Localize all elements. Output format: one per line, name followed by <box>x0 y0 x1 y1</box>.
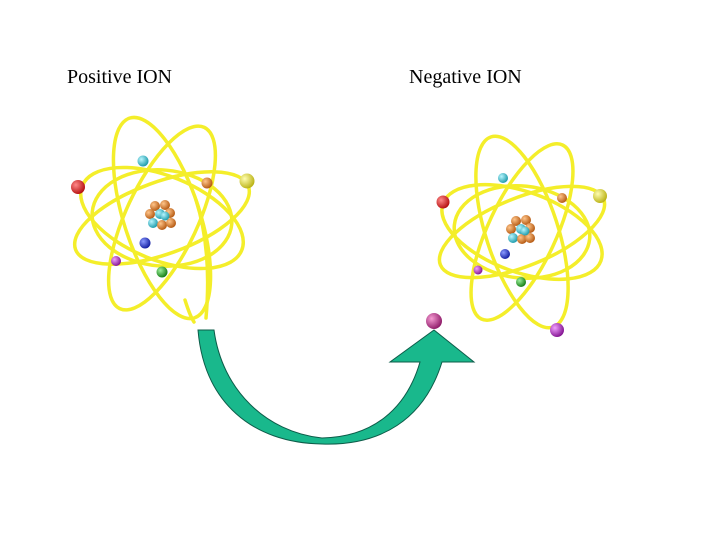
electron-purple <box>111 256 121 266</box>
electron-transfer-arrow <box>197 313 476 445</box>
curved-arrow-body <box>197 329 476 445</box>
negative-ion-label: Negative ION <box>409 66 522 88</box>
positive-ion-orbits <box>72 115 252 324</box>
transferred-electron <box>426 313 442 329</box>
electron-red <box>71 180 85 194</box>
positive-ion-atom <box>71 115 255 324</box>
electron-orange <box>201 177 213 189</box>
electron-cyan <box>137 155 149 167</box>
electron-orange <box>557 193 567 203</box>
orbit <box>90 168 234 268</box>
electron-blue <box>500 249 510 259</box>
electron-yellow <box>593 189 607 203</box>
orbit <box>469 142 575 322</box>
electron-yellow <box>239 173 255 189</box>
electron-red <box>436 195 450 209</box>
positive-ion-nucleus <box>145 200 176 230</box>
orbit-tail <box>183 298 196 324</box>
electron-green <box>156 266 168 278</box>
positive-ion-label: Positive ION <box>67 66 172 88</box>
electron-cyan <box>498 173 508 183</box>
negative-ion-atom <box>436 134 607 337</box>
orbit <box>452 183 592 281</box>
positive-ion-electrons <box>71 155 255 278</box>
negative-ion-electrons <box>436 173 607 337</box>
orbit-tail <box>194 198 210 320</box>
orbit <box>106 124 218 312</box>
electron-purple <box>473 265 483 275</box>
electron-blue <box>139 237 151 249</box>
electron-green <box>516 277 526 287</box>
electron-purple-outer <box>550 323 564 337</box>
negative-ion-nucleus <box>506 215 535 244</box>
